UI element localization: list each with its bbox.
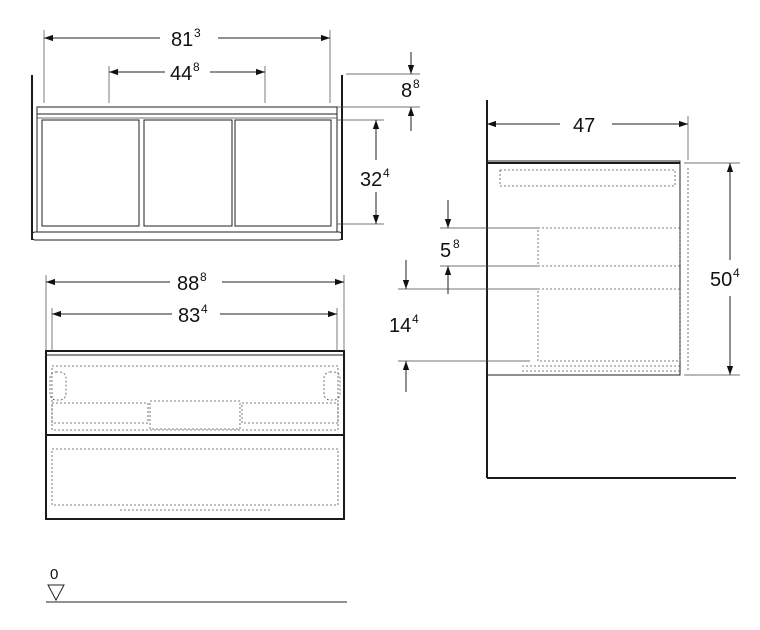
- dim-front-inner-width: 83: [178, 305, 200, 327]
- dim-side-height-sup: 4: [733, 266, 740, 280]
- dim-side-depth: 47: [573, 115, 595, 137]
- floor-level-label: 0: [50, 566, 58, 583]
- dim-front-inner-width-sup: 4: [201, 302, 208, 316]
- dim-side-drawer-gap: 5: [440, 240, 451, 262]
- dim-top-height-sup: 4: [383, 166, 390, 180]
- dim-top-thickness: 8: [401, 80, 412, 102]
- dim-front-outer-width-sup: 8: [200, 270, 207, 284]
- side-view: 47 5 8 14 4 50 4: [389, 100, 740, 479]
- dim-front-outer-width: 88: [177, 273, 199, 295]
- dim-side-drawer-gap-sup: 8: [453, 237, 460, 251]
- dim-top-inner-width: 44: [170, 63, 192, 85]
- dim-top-width-sup: 3: [194, 26, 201, 40]
- dim-side-height: 50: [710, 269, 732, 291]
- front-view: 88 8 83 4: [45, 270, 345, 520]
- top-view: 81 3 44 8 8 8 32 4: [31, 26, 420, 241]
- level-triangle-icon: [47, 584, 65, 602]
- floor-level-marker: 0: [46, 566, 347, 603]
- dim-top-thickness-sup: 8: [413, 77, 420, 91]
- dim-side-plinth-sup: 4: [412, 312, 419, 326]
- dim-top-inner-width-sup: 8: [193, 60, 200, 74]
- dim-top-width: 81: [171, 29, 193, 51]
- dim-top-height: 32: [360, 169, 382, 191]
- dim-side-plinth: 14: [389, 315, 411, 337]
